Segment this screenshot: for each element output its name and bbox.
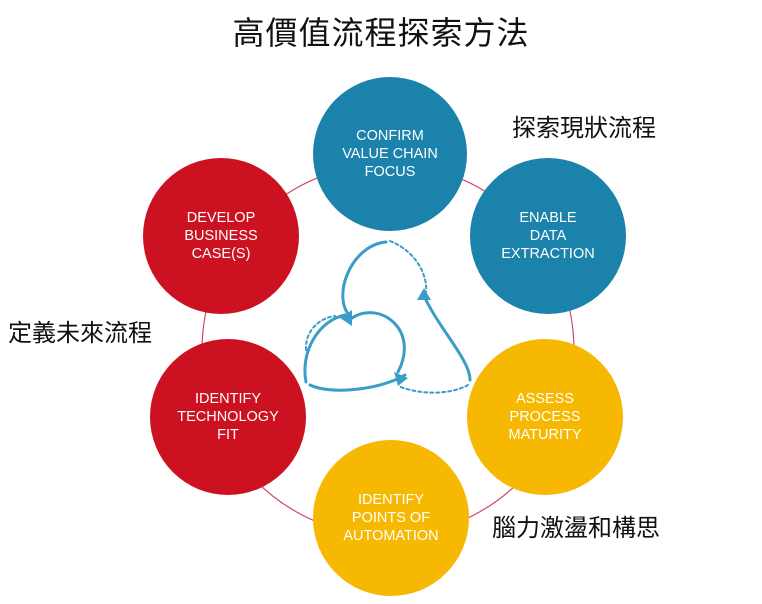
- node-develop-business-case: DEVELOP BUSINESS CASE(S): [143, 158, 299, 314]
- node-label: ASSESS PROCESS MATURITY: [508, 391, 582, 443]
- page-title: 高價值流程探索方法: [232, 14, 530, 52]
- cycle-arrows-icon: [303, 240, 472, 394]
- node-assess-process-maturity: ASSESS PROCESS MATURITY: [467, 339, 623, 495]
- phase-label-define: 定義未來流程: [8, 319, 152, 347]
- node-confirm-value-chain: CONFIRM VALUE CHAIN FOCUS: [313, 77, 467, 231]
- node-label: IDENTIFY POINTS OF AUTOMATION: [343, 492, 439, 544]
- phase-label-explore: 探索現狀流程: [512, 114, 656, 142]
- node-label: ENABLE DATA EXTRACTION: [501, 210, 595, 262]
- node-identify-technology-fit: IDENTIFY TECHNOLOGY FIT: [150, 339, 306, 495]
- node-label: CONFIRM VALUE CHAIN FOCUS: [342, 128, 438, 180]
- node-label: DEVELOP BUSINESS CASE(S): [184, 210, 258, 262]
- phase-label-brainstorm: 腦力激盪和構思: [492, 514, 660, 542]
- node-label: IDENTIFY TECHNOLOGY FIT: [177, 391, 279, 443]
- node-enable-data-extraction: ENABLE DATA EXTRACTION: [470, 158, 626, 314]
- node-identify-points-of-automation: IDENTIFY POINTS OF AUTOMATION: [313, 440, 469, 596]
